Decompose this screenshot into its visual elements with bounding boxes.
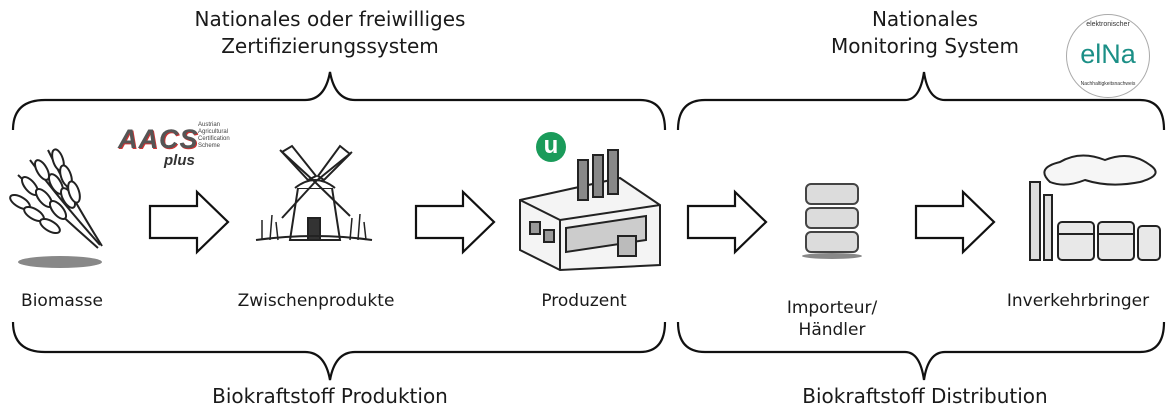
arrow-4-icon bbox=[914, 189, 996, 255]
arrow-1-icon bbox=[148, 189, 230, 255]
aacs-line-1: Austrian bbox=[198, 122, 221, 128]
top-left-title: Nationales oder freiwilliges Zertifizier… bbox=[180, 6, 480, 60]
aacs-line-3: Certification bbox=[198, 136, 230, 142]
aacs-line-2: Agricultural bbox=[198, 129, 229, 135]
stage-importeur: Importeur/ Händler bbox=[772, 297, 892, 341]
database-icon bbox=[802, 183, 862, 259]
elna-logo-main: elNa bbox=[1080, 39, 1136, 69]
arrow-3-icon bbox=[686, 189, 768, 255]
bottom-left-brace bbox=[11, 321, 667, 381]
aacs-logo-text: Austrian Agricultural Certification Sche… bbox=[198, 122, 230, 150]
stage-inverkehrbringer: Inverkehrbringer bbox=[1006, 291, 1150, 311]
aacs-plus-logo: AACS plus Austrian Agricultural Certific… bbox=[118, 122, 230, 178]
bottom-left-title: Biokraftstoff Produktion bbox=[212, 384, 448, 408]
stage-produzent: Produzent bbox=[541, 291, 627, 311]
top-right-title-line1: Nationales bbox=[871, 7, 979, 31]
stage-zwischenprodukte: Zwischenprodukte bbox=[237, 291, 395, 311]
aacs-logo-sub: plus bbox=[164, 152, 195, 169]
stage-biomasse: Biomasse bbox=[21, 291, 103, 311]
arrow-2-icon bbox=[414, 189, 496, 255]
elna-logo-ring-top: elektronischer bbox=[1086, 21, 1130, 28]
wheat-icon bbox=[9, 148, 103, 268]
stage-importeur-line1: Importeur/ bbox=[786, 298, 878, 318]
top-right-title: Nationales Monitoring System bbox=[800, 6, 1050, 60]
elna-logo: elNa elektronischer Nachhaltigkeitsnachw… bbox=[1066, 14, 1150, 98]
refinery-icon bbox=[1029, 154, 1161, 261]
u-logo-icon: u bbox=[536, 132, 566, 162]
stage-importeur-line2: Händler bbox=[798, 320, 866, 340]
top-left-brace bbox=[11, 71, 667, 131]
aacs-line-4: Scheme bbox=[198, 143, 221, 149]
bottom-right-brace bbox=[676, 321, 1166, 381]
top-left-title-line2: Zertifizierungssystem bbox=[221, 34, 439, 58]
top-left-title-line1: Nationales oder freiwilliges bbox=[194, 7, 466, 31]
factory-icon bbox=[519, 149, 661, 272]
bottom-right-title: Biokraftstoff Distribution bbox=[802, 384, 1048, 408]
top-right-title-line2: Monitoring System bbox=[831, 34, 1019, 58]
aacs-logo-main: AACS bbox=[118, 124, 199, 154]
windmill-icon bbox=[255, 144, 373, 241]
top-right-brace bbox=[676, 71, 1166, 131]
elna-logo-ring-bottom: Nachhaltigkeitsnachweis bbox=[1080, 81, 1136, 87]
